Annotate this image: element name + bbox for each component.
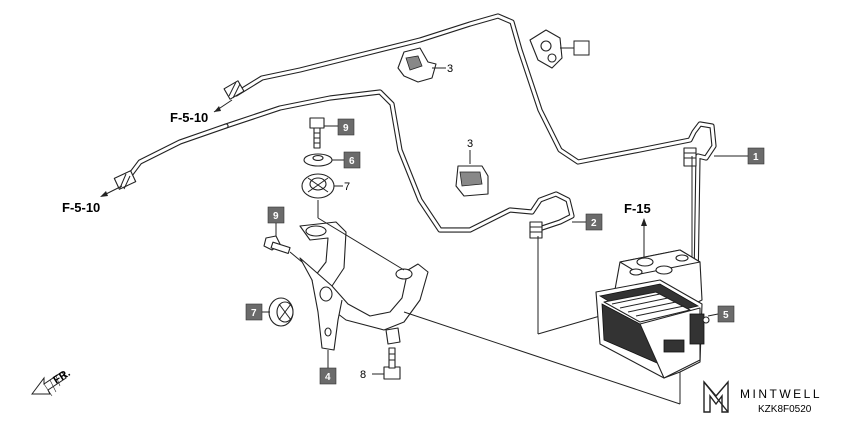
grommet-7-right: 7	[301, 173, 350, 199]
callout-5: 5	[717, 305, 735, 323]
pipe-fitting-lower-left	[113, 170, 137, 190]
watermark: MINTWELL KZK8F0520	[703, 380, 822, 415]
callout-number-7-left: 7	[251, 308, 257, 319]
empty-callout-box	[573, 40, 590, 56]
collar-6	[303, 153, 344, 167]
ref-f510-upper: F-5-10	[170, 99, 233, 125]
clip-upper: 3	[397, 47, 453, 83]
part-number-clip-middle: 3	[467, 138, 473, 150]
bolt-9-left	[263, 222, 291, 254]
callout-1: 1	[714, 147, 765, 165]
callout-7-left: 7	[245, 303, 263, 321]
leader-lines	[317, 156, 693, 405]
pipe-fitting-middle	[529, 221, 543, 239]
abs-modulator	[595, 249, 719, 379]
callout-number-4: 4	[325, 372, 331, 383]
callout-9-upper: 9	[337, 118, 355, 136]
callout-number-1: 1	[753, 152, 759, 163]
callout-4: 4	[319, 367, 337, 385]
callout-2: 2	[572, 213, 603, 231]
brake-hose-lower-left	[125, 123, 229, 181]
diagram-code: KZK8F0520	[758, 404, 812, 415]
callout-9-left: 9	[267, 206, 285, 224]
stay-bracket	[299, 221, 429, 351]
bolt-8: 8	[360, 347, 401, 381]
ref-label-f510-upper: F-5-10	[170, 110, 208, 125]
mintwell-logo-icon	[703, 380, 729, 413]
clip-middle: 3	[455, 138, 489, 197]
callout-number-5: 5	[723, 310, 729, 321]
pipe-fitting-right	[683, 147, 697, 167]
callout-number-6: 6	[349, 156, 355, 167]
pipe-clip-top-right	[529, 29, 590, 69]
callout-number-9-left: 9	[273, 211, 279, 222]
part-number-bolt-8: 8	[360, 369, 366, 381]
front-direction-arrow: FR.	[31, 367, 73, 397]
ref-label-f510-lower: F-5-10	[62, 200, 100, 215]
bolt-9-upper	[309, 117, 338, 149]
ref-label-f15: F-15	[624, 201, 651, 216]
ref-f15: F-15	[624, 201, 651, 262]
watermark-brand: MINTWELL	[740, 387, 822, 401]
brake-pipe-upper	[233, 13, 717, 288]
ref-f510-lower: F-5-10	[62, 185, 123, 215]
callout-number-9-upper: 9	[343, 123, 349, 134]
grommet-7-left	[262, 297, 294, 327]
part-number-clip-upper: 3	[447, 63, 453, 75]
callout-6: 6	[343, 151, 361, 169]
pipe-fitting-upper-left	[223, 80, 245, 100]
callout-number-2: 2	[591, 218, 597, 229]
part-number-grommet-right: 7	[344, 181, 350, 193]
brake-pipe-lower	[223, 89, 575, 233]
